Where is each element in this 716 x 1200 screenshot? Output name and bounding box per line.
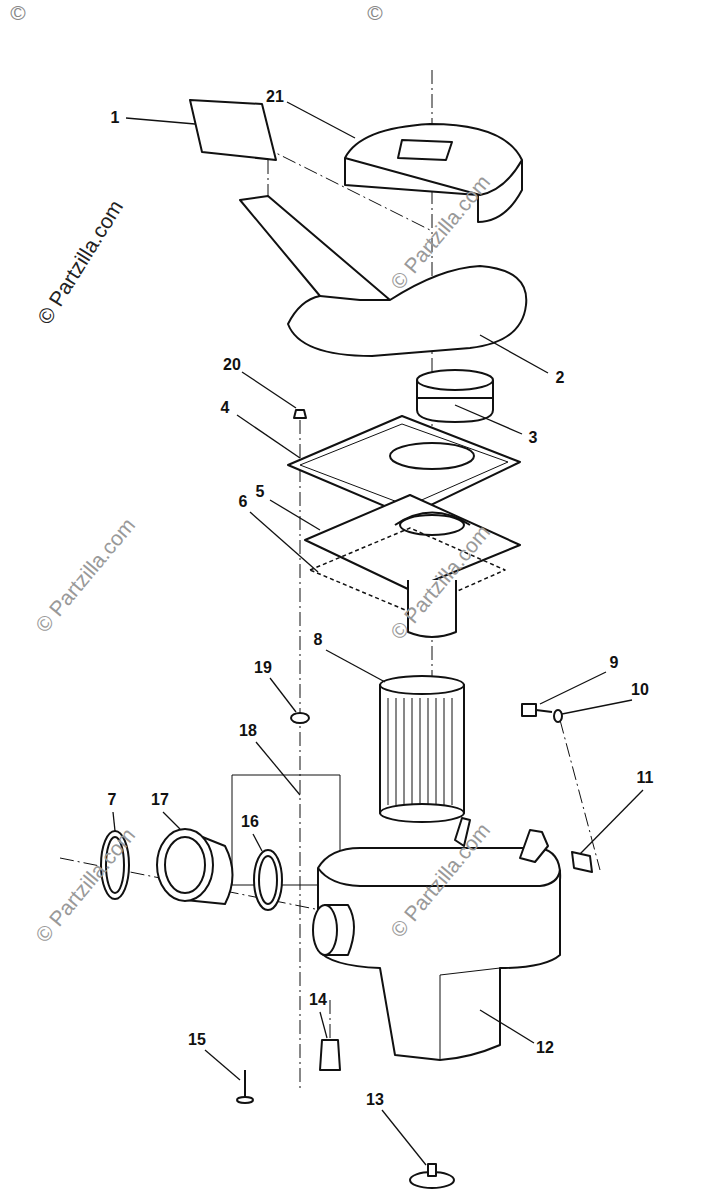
callout-number: 19 [254,660,272,676]
watermark: © [367,2,382,23]
callout-number: 10 [631,682,649,698]
callout-number: 12 [536,1040,554,1056]
callout-number: 21 [266,89,284,105]
callout-number: 7 [108,792,117,808]
callout-number: 11 [637,770,654,786]
callout-number: 14 [309,992,327,1008]
watermark: © Partzilla.com [34,196,127,327]
callout-number: 9 [610,655,619,671]
watermark: © Partzilla.com [386,819,493,941]
callout-number: 2 [556,370,565,386]
callout-number: 18 [239,723,257,739]
callout-number: 13 [366,1092,384,1108]
callout-number: 15 [188,1032,206,1048]
callout-number: 17 [151,792,169,808]
callout-number: 8 [314,632,323,648]
callout-number: 3 [529,430,538,446]
watermark: © Partzilla.com [386,521,493,643]
watermark: © Partzilla.com [31,824,138,946]
watermark: © [10,2,25,23]
callout-number: 6 [239,494,248,510]
callout-number: 20 [223,357,241,373]
watermark: © Partzilla.com [386,171,493,293]
callout-number: 16 [241,814,259,830]
callout-number: 1 [111,110,120,126]
callout-number: 5 [256,484,265,500]
callout-number: 4 [221,400,230,416]
watermark: © Partzilla.com [31,514,138,636]
